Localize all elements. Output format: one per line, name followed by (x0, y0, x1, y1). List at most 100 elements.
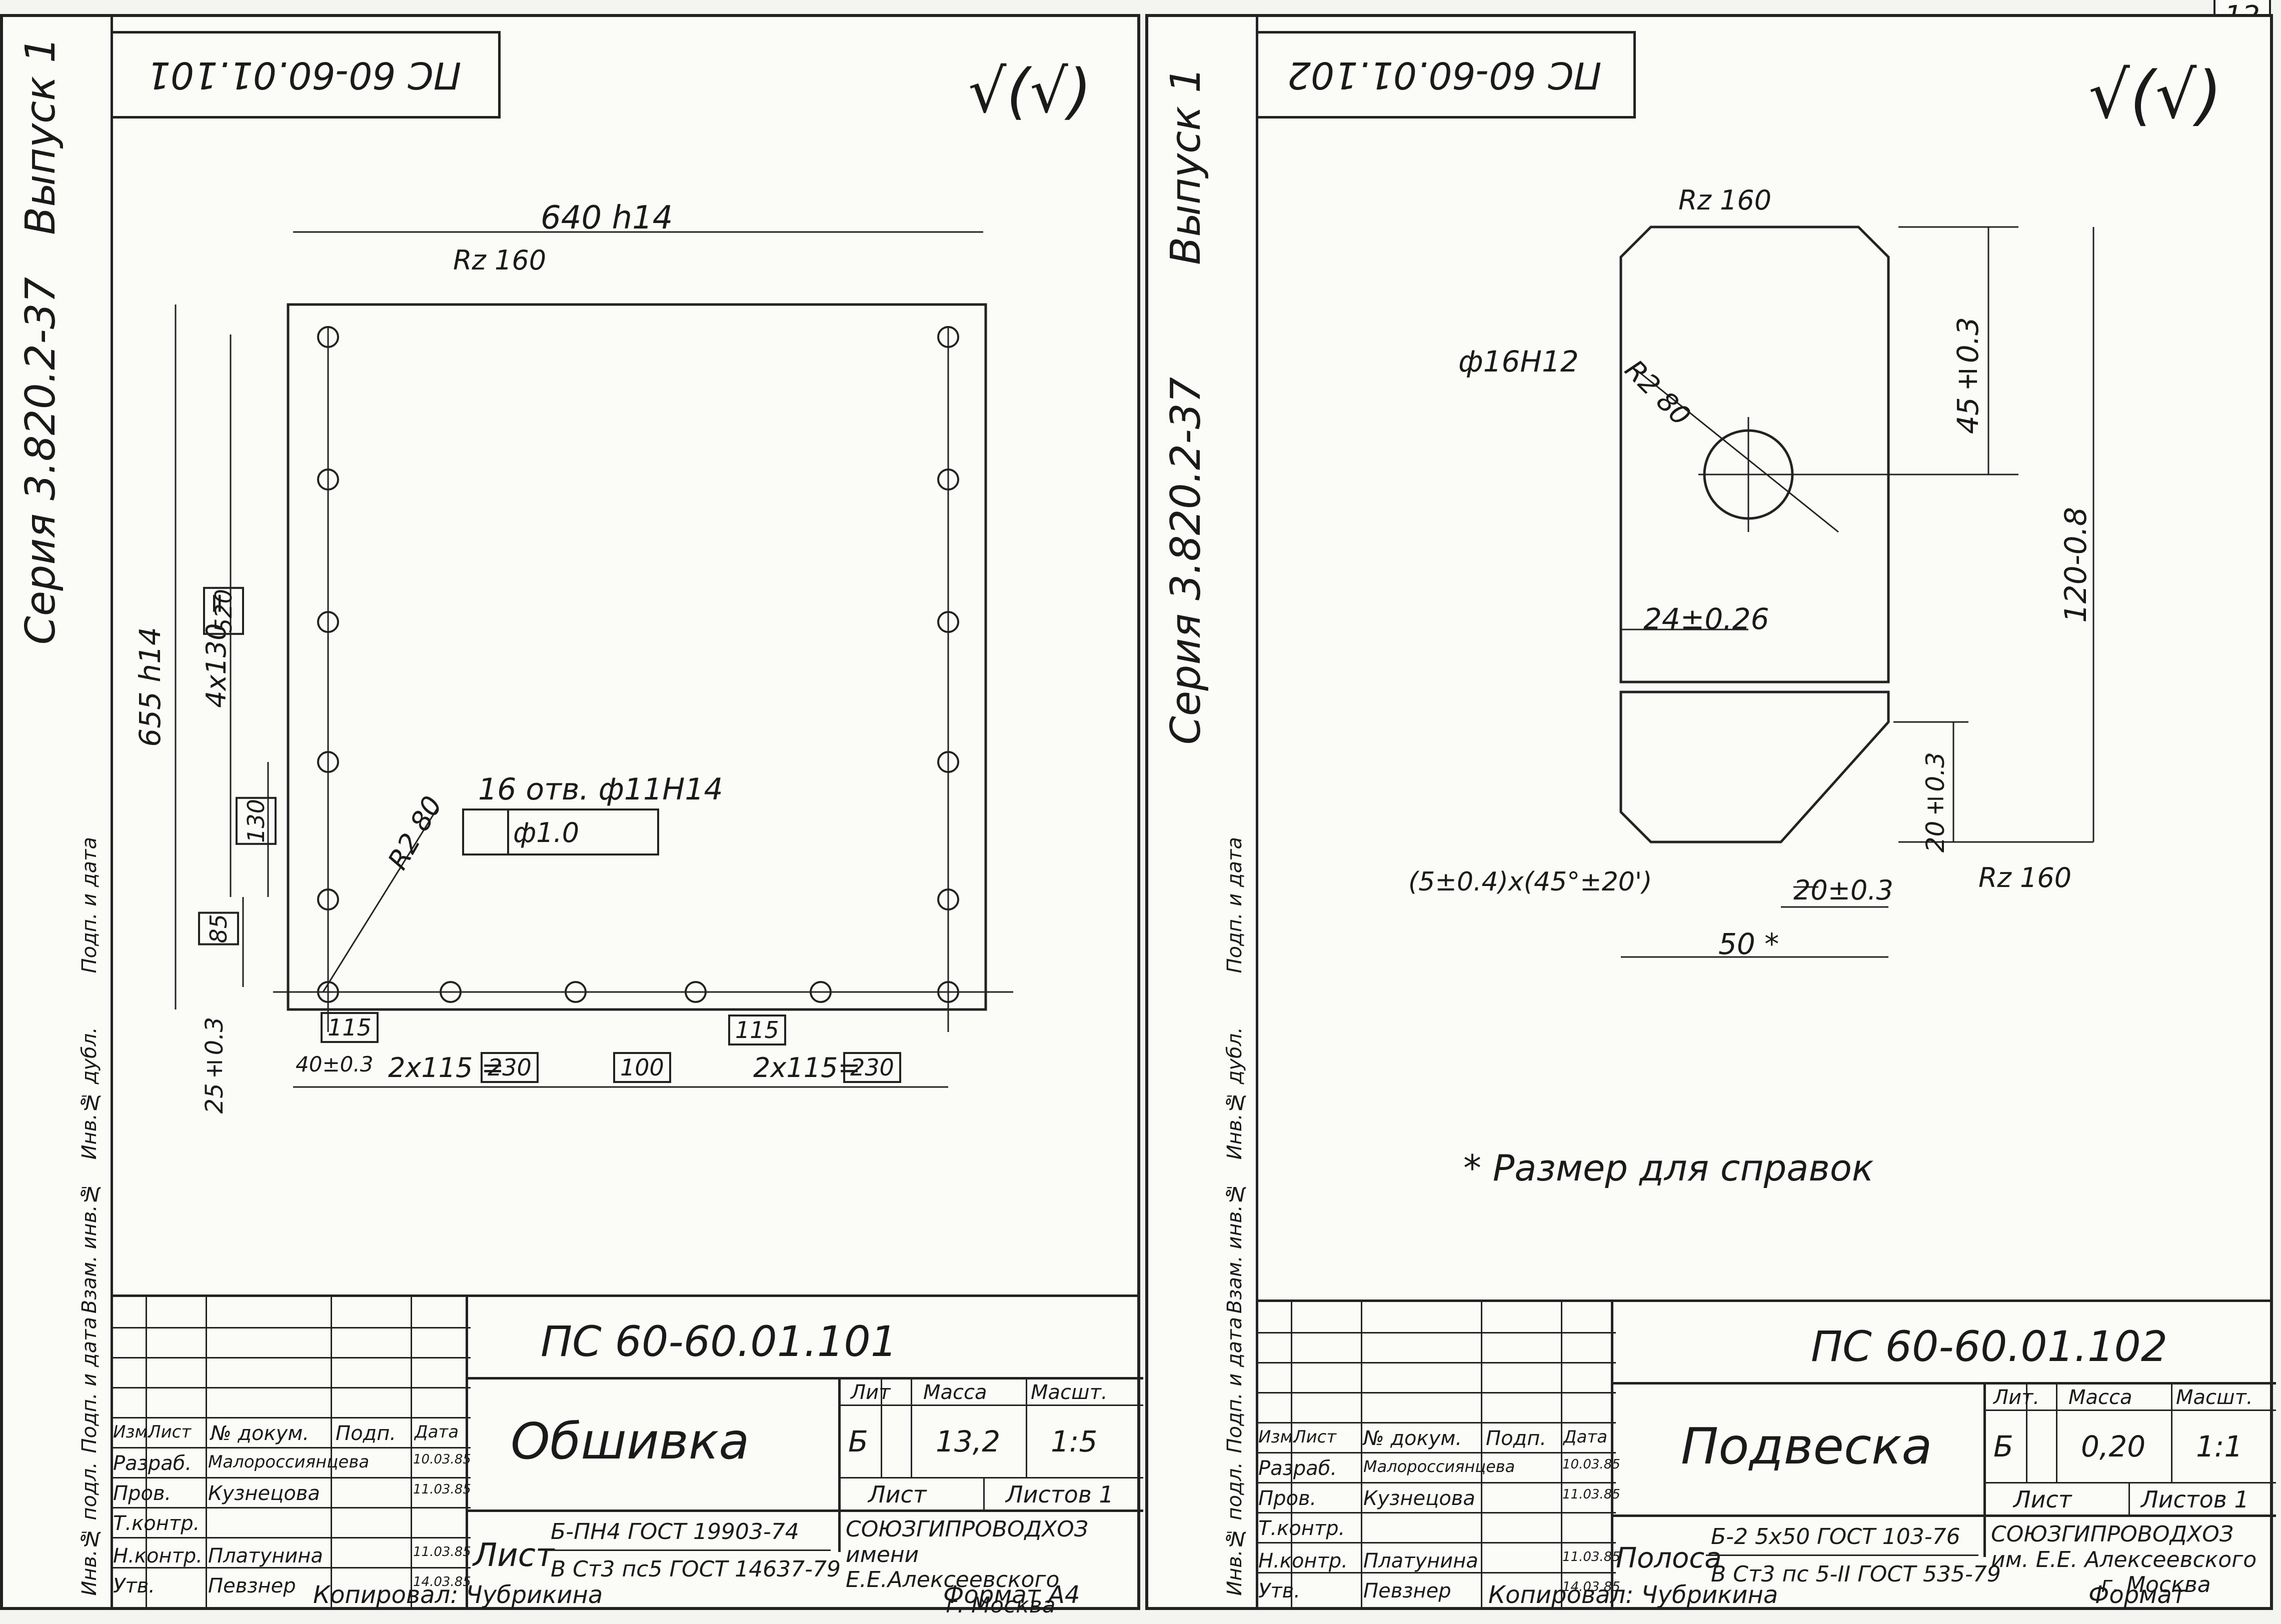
organization-line: г. Москва (2101, 1572, 2211, 1598)
dim-width: 640 h14 (541, 200, 673, 236)
column-document: № докум. (211, 1422, 310, 1445)
name-approver: Певзнер (208, 1574, 296, 1598)
dim-20-horizontal: 20±0.3 (1793, 874, 1893, 906)
document-code: ПС 60-60.01.101 (541, 1317, 898, 1366)
date-checker: 11.03.85 (1562, 1487, 1620, 1502)
dim-roughness-top: Rz 160 (453, 244, 547, 276)
dim-20-vertical: 20±0.3 (1921, 752, 1950, 853)
dim-holes: 16 отв. ф11H14 (478, 772, 723, 807)
organization: СОЮЗГИПРОВОДХОЗ им. Е.Е. Алексеевского г… (1991, 1522, 2256, 1598)
role-norm-control: Н.контр. (113, 1544, 203, 1568)
organization-line: им. Е.Е. Алексеевского (1991, 1546, 2257, 1572)
side-label: Подп. и дата (78, 1317, 101, 1454)
drawing-sheet-left: Выпуск 1 Серия 3.820.2-37 Подп. и дата И… (0, 14, 1143, 1618)
drawing-sheet-right: Выпуск 1 Серия 3.820.2-37 Подп. и дата И… (1145, 14, 2276, 1610)
dim-left-chain: 2x115 = (388, 1052, 504, 1084)
part-name: Обшивка (511, 1412, 750, 1470)
column-change: Изм. (113, 1422, 153, 1442)
dim-roughness-top: Rz 160 (1678, 184, 1772, 216)
dim-pitch-box: 520 (203, 587, 244, 635)
material-bottom: В Ст3 пс 5-II ГОСТ 535-79 (1711, 1562, 2001, 1587)
signature-grid: Изм. Лист № докум. Подп. Дата Разраб. Пр… (1256, 1302, 1620, 1607)
dim-position-tolerance: ф1.0 (513, 817, 580, 848)
role-tech-control: Т.контр. (1258, 1517, 1345, 1540)
side-strip: Выпуск 1 Серия 3.820.2-37 Подп. и дата И… (3, 17, 113, 1607)
dim-85: 85 (198, 912, 239, 946)
name-developer: Малороссиянцева (1363, 1457, 1515, 1476)
dim-roughness-bottom: Rz 160 (1978, 862, 2072, 894)
role-tech-control: Т.контр. (113, 1512, 200, 1535)
role-approver: Утв. (1258, 1580, 1300, 1602)
column-document: № докум. (1363, 1427, 1462, 1450)
organization-line: имени Е.Е.Алексеевского (846, 1542, 1060, 1593)
material-label: Лист (473, 1537, 555, 1574)
dim-120: 120-0.8 (2058, 507, 2093, 623)
column-signature: Подп. (336, 1422, 397, 1445)
part-drawing: 640 h14 Rz 160 655 h14 4x130 = 520 130 8… (3, 17, 1143, 1297)
name-norm-control: Платунина (1363, 1550, 1478, 1572)
dim-130: 130 (236, 797, 277, 845)
lit-header: Лит (851, 1381, 891, 1404)
part-drawing: Rz 160 ф16H12 R2 80 45±0.3 120-0.8 24±0.… (1148, 17, 2276, 1297)
organization-line: СОЮЗГИПРОВОДХОЗ (1991, 1522, 2233, 1547)
roughness-symbol: √(√) (2088, 57, 2222, 133)
organization: СОЮЗГИПРОВОДХОЗ имени Е.Е.Алексеевского … (846, 1516, 1137, 1618)
part-outline (175, 231, 1013, 1088)
signature-grid: Изм. Лист № докум. Подп. Дата Разраб. Пр… (111, 1297, 471, 1607)
mass-value: 0,20 (2081, 1430, 2146, 1464)
role-norm-control: Н.контр. (1258, 1550, 1348, 1572)
material-bottom: В Ст3 пс5 ГОСТ 14637-79 (551, 1556, 841, 1582)
document-code: ПС 60-60.01.102 (1811, 1322, 2168, 1371)
scale-value: 1:1 (2196, 1430, 2243, 1464)
copied-by: Копировал: Чубрикина (1488, 1581, 1778, 1609)
column-change: Изм. (1258, 1427, 1298, 1447)
sheets-label: Листов 1 (1006, 1481, 1114, 1508)
dim-left-chain-box: 230 (481, 1052, 539, 1083)
name-norm-control: Платунина (208, 1544, 323, 1568)
organization-line: СОЮЗГИПРОВОДХОЗ (846, 1516, 1088, 1542)
dim-height: 655 h14 (133, 627, 167, 747)
dim-right-chain-box: 230 (843, 1052, 901, 1083)
dim-left-offset: 40±0.3 (296, 1052, 374, 1076)
sheet-format: Формат (2088, 1581, 2186, 1609)
dim-right-chain: 2x115= (753, 1052, 861, 1084)
dim-24: 24±0.26 (1643, 602, 1769, 636)
mass-header: Масса (923, 1381, 987, 1404)
side-label: Подп. и дата (1223, 1317, 1246, 1454)
role-developer: Разраб. (113, 1452, 192, 1475)
part-name: Подвеска (1681, 1417, 1932, 1476)
sheet-label: Лист (868, 1481, 927, 1508)
date-norm-control: 11.03.85 (1562, 1550, 1620, 1564)
side-label: Инв.№ подл. (1223, 1462, 1246, 1596)
column-sheet: Лист (148, 1422, 192, 1442)
rotated-code-box: ПС 60-60.01.101 (111, 31, 501, 118)
dim-45: 45±0.3 (1951, 317, 1985, 434)
date-developer: 10.03.85 (1562, 1457, 1620, 1472)
sheet-label: Лист (2013, 1486, 2072, 1513)
column-date: Дата (1563, 1427, 1608, 1447)
column-signature: Подп. (1486, 1427, 1547, 1450)
name-approver: Певзнер (1363, 1580, 1451, 1602)
title-block: Изм. Лист № докум. Подп. Дата Разраб. Пр… (111, 1294, 1143, 1618)
part-outline (1619, 226, 2094, 958)
organization-line: г. Москва (946, 1592, 1056, 1618)
roughness-symbol: √(√) (968, 57, 1092, 126)
sheets-label: Листов 1 (2141, 1486, 2249, 1513)
date-developer: 10.03.85 (413, 1452, 471, 1467)
dim-bottom-edge: 25±0.3 (201, 1017, 229, 1114)
role-developer: Разраб. (1258, 1457, 1337, 1480)
dim-chamfer: (5±0.4)x(45°±20') (1408, 867, 1652, 897)
role-approver: Утв. (113, 1574, 155, 1598)
date-norm-control: 11.03.85 (413, 1544, 471, 1560)
sheet-format: Формат А4 (943, 1581, 1080, 1609)
side-strip: Выпуск 1 Серия 3.820.2-37 Подп. и дата И… (1148, 17, 1258, 1607)
column-sheet: Лист (1293, 1427, 1337, 1447)
title-block: Изм. Лист № докум. Подп. Дата Разраб. Пр… (1256, 1300, 2276, 1607)
lit-value: Б (1993, 1430, 2013, 1464)
reference-note: * Размер для справок (1463, 1147, 1874, 1189)
scale-value: 1:5 (1051, 1424, 1098, 1458)
mass-header: Масса (2068, 1386, 2132, 1409)
lit-value: Б (848, 1424, 868, 1458)
material-top: Б-ПН4 ГОСТ 19903-74 (551, 1519, 799, 1544)
date-approver: 14.03.85 (413, 1574, 471, 1590)
